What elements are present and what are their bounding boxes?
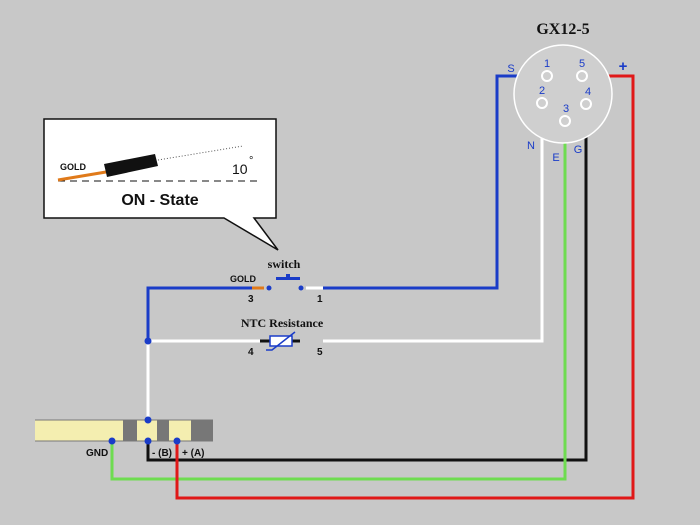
ntc-thermal-arrow xyxy=(266,331,296,351)
plug-contact-dot-b xyxy=(144,437,152,445)
callout-bubble xyxy=(43,118,279,251)
plug-contact-dot-gnd xyxy=(108,437,116,445)
callout-gold-lead xyxy=(57,170,107,182)
switch-contact-right xyxy=(298,285,304,291)
label-s: S xyxy=(507,63,514,75)
connector-pin-3 xyxy=(559,115,571,127)
plug-ring-1 xyxy=(123,420,137,441)
red-wire-power xyxy=(175,74,635,500)
label-plus: + xyxy=(619,58,628,75)
callout-sensor-body xyxy=(104,154,158,177)
plug-a-label: + (A) xyxy=(182,448,205,459)
connector-title: GX12-5 xyxy=(536,21,589,38)
pin-3-number: 3 xyxy=(563,103,569,115)
ntc-resistor: NTC Resistance 4 5 xyxy=(241,316,324,358)
tilt-switch: switch GOLD 3 1 xyxy=(230,257,323,305)
connector-pin-5 xyxy=(576,70,588,82)
junction-dot xyxy=(144,337,152,345)
white-wire-ntc xyxy=(323,103,544,343)
blue-wire-signal xyxy=(323,74,547,290)
ntc-title: NTC Resistance xyxy=(241,316,324,330)
connector-pin-1 xyxy=(541,70,553,82)
ntc-pin-4: 4 xyxy=(248,347,254,358)
pin-1-number: 1 xyxy=(544,58,550,70)
pin-5-number: 5 xyxy=(579,58,585,70)
callout-degree-mark: ° xyxy=(249,155,253,167)
connector-pin-2 xyxy=(536,97,548,109)
connector-pin-4 xyxy=(580,98,592,110)
gx12-connector: GX12-5 1 5 2 4 3 S + N E G xyxy=(507,21,627,164)
blue-wire-common xyxy=(146,286,252,341)
ntc-body xyxy=(269,335,293,347)
plug-gnd-label: GND xyxy=(86,448,108,459)
switch-contact-left xyxy=(266,285,272,291)
switch-title: switch xyxy=(268,257,301,271)
switch-actuator xyxy=(276,277,300,280)
plug-b-label: - (B) xyxy=(152,448,172,459)
black-wire-ground xyxy=(146,104,588,462)
plug-ring-3 xyxy=(191,420,213,441)
switch-gold-label: GOLD xyxy=(230,274,256,284)
pin-2-number: 2 xyxy=(539,85,545,97)
connector-outline xyxy=(513,44,613,144)
on-state-callout: GOLD 10 ° ON - State xyxy=(43,118,279,251)
label-n: N xyxy=(527,140,535,152)
callout-state-label: ON - State xyxy=(121,192,198,209)
switch-pin-3: 3 xyxy=(248,294,254,305)
callout-angle-label: 10 xyxy=(232,161,248,177)
trs-plug: GND - (B) + (A) xyxy=(35,419,213,459)
ntc-pin-5: 5 xyxy=(317,347,323,358)
pin-4-number: 4 xyxy=(585,86,591,98)
callout-gold-label: GOLD xyxy=(60,162,86,172)
plug-contact-dot-top xyxy=(144,416,152,424)
switch-pin-1: 1 xyxy=(317,294,323,305)
label-g: G xyxy=(574,144,583,156)
white-wire-junction xyxy=(146,339,260,420)
switch-stem xyxy=(286,274,290,277)
plug-ring-2 xyxy=(157,420,169,441)
plug-contact-dot-a xyxy=(173,437,181,445)
green-wire-earth xyxy=(110,121,567,481)
label-e: E xyxy=(552,152,559,164)
